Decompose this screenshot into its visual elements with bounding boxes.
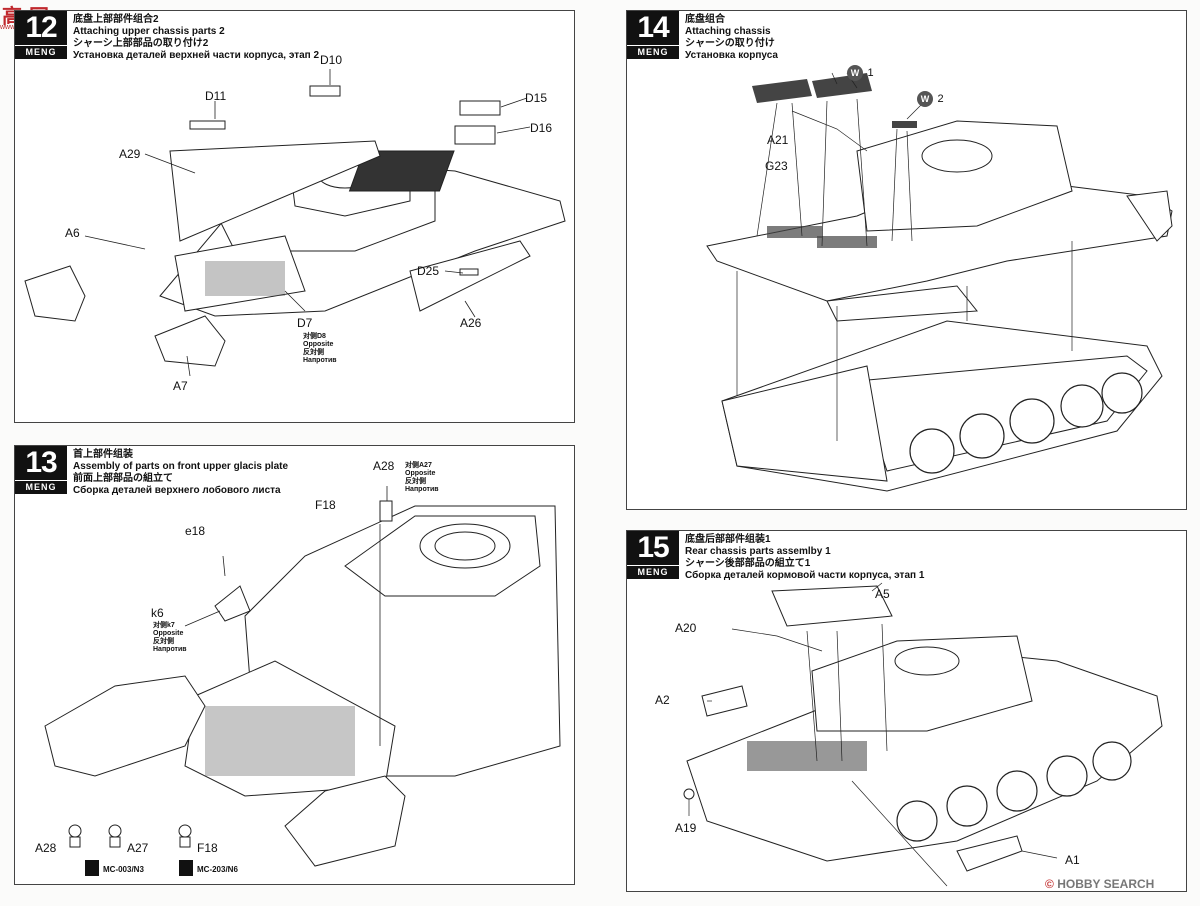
step-14-titles: 底盘组合 Attaching chassis シャーシの取り付け Установ…: [679, 11, 778, 62]
step-12-header: 12 MENG 底盘上部部件组合2 Attaching upper chassi…: [15, 11, 319, 62]
part-label-e18: e18: [185, 524, 206, 538]
step-12-title-jp: シャーシ上部部品の取り付け2: [73, 38, 209, 49]
part-w1-marker: W 1: [847, 63, 874, 81]
part-label-k6: k6: [151, 606, 164, 620]
opposite-k6-en: Opposite: [153, 630, 184, 637]
part-label-d7: D7: [297, 316, 313, 330]
step-12-titles: 底盘上部部件组合2 Attaching upper chassis parts …: [67, 11, 319, 62]
step-14-title-en: Attaching chassis: [685, 26, 771, 37]
step-15-panel: 15 MENG 底盘后部部件组装1 Rear chassis parts ass…: [626, 530, 1187, 892]
part-w2-marker: W 2: [917, 89, 944, 107]
step-13-title-cn: 首上部件组装: [73, 449, 133, 460]
step-13-title-jp: 前面上部部品の組立て: [73, 473, 173, 484]
step-12-title-ru: Установка деталей верхней части корпуса,…: [73, 50, 320, 61]
step-13-titles: 首上部件组装 Assembly of parts on front upper …: [67, 446, 288, 497]
part-label-d10: D10: [320, 53, 343, 67]
part-label-g23: G23: [765, 159, 788, 173]
opposite-cn: 对侧D8: [303, 333, 326, 340]
step-12-opposite-note: 对侧D8 Opposite 反対側 Напротив: [303, 333, 337, 365]
watermark-mark: ©: [1045, 877, 1054, 891]
step-13-number: 13: [25, 446, 57, 479]
step-13-title-ru: Сборка деталей верхнего лобового листа: [73, 485, 281, 496]
paint-code-mc003: MC-003/N3: [103, 865, 144, 874]
part-label-a7: A7: [173, 379, 188, 393]
opposite-a28-cn: 对侧A27: [405, 462, 432, 469]
opposite-en: Opposite: [303, 341, 334, 348]
step-13-title-en: Assembly of parts on front upper glacis …: [73, 461, 289, 472]
part-label-d25: D25: [417, 264, 440, 278]
w-part-circle-1: W: [847, 65, 863, 81]
opposite-jp: 反対側: [303, 349, 324, 356]
part-label-a1: A1: [1065, 853, 1080, 867]
step-12-brand: MENG: [15, 45, 67, 59]
opposite-ru: Напротив: [303, 357, 337, 364]
part-label-a2: A2: [655, 693, 670, 707]
step-15-header: 15 MENG 底盘后部部件组装1 Rear chassis parts ass…: [627, 531, 924, 582]
opposite-k6-ru: Напротив: [153, 646, 187, 653]
step-14-title-ru: Установка корпуса: [685, 50, 778, 61]
step-14-badge: 14 MENG: [627, 11, 679, 59]
paint-label-f18: F18: [197, 841, 218, 855]
opposite-k6-cn: 对侧k7: [153, 622, 175, 629]
part-label-d11: D11: [205, 89, 227, 103]
step-15-title-en: Rear chassis parts assemlby 1: [685, 546, 831, 557]
step-12-badge: 12 MENG: [15, 11, 67, 59]
step-13-panel: 13 MENG 首上部件组装 Assembly of parts on fron…: [14, 445, 575, 885]
part-label-w1: 1: [867, 67, 874, 79]
step-14-brand: MENG: [627, 45, 679, 59]
watermark-text: HOBBY SEARCH: [1057, 877, 1155, 891]
part-label-a26: A26: [460, 316, 482, 330]
step-13-opposite-a28: 对侧A27 Opposite 反対側 Напротив: [405, 462, 439, 494]
paint-label-a27: A27: [127, 841, 149, 855]
step-14-number: 14: [637, 11, 669, 44]
opposite-a28-jp: 反対側: [405, 478, 426, 485]
part-label-a28: A28: [373, 459, 395, 473]
part-label-a5: A5: [875, 587, 890, 601]
part-label-w2: 2: [937, 93, 944, 105]
step-12-title-cn: 底盘上部部件组合2: [73, 14, 159, 25]
step-15-number: 15: [637, 531, 669, 564]
paint-label-a28: A28: [35, 841, 57, 855]
step-12-number: 12: [25, 11, 57, 44]
opposite-a28-en: Opposite: [405, 470, 436, 477]
step-13-drawing: [44, 486, 561, 876]
step-15-title-cn: 底盘后部部件组装1: [685, 534, 771, 545]
w-part-circle-2: W: [917, 91, 933, 107]
step-14-title-jp: シャーシの取り付け: [685, 38, 775, 49]
step-12-panel: 12 MENG 底盘上部部件组合2 Attaching upper chassi…: [14, 10, 575, 423]
part-label-d16: D16: [530, 121, 553, 135]
hobby-search-watermark: © HOBBY SEARCH: [1045, 877, 1154, 891]
step-14-header: 14 MENG 底盘组合 Attaching chassis シャーシの取り付け…: [627, 11, 778, 62]
part-label-a20: A20: [675, 621, 697, 635]
step-15-title-ru: Сборка деталей кормовой части корпуса, э…: [685, 570, 925, 581]
step-15-drawing: [683, 582, 1163, 887]
step-12-drawing: [24, 69, 566, 377]
step-15-titles: 底盘后部部件组装1 Rear chassis parts assemlby 1 …: [679, 531, 924, 582]
step-14-drawing: [706, 72, 1173, 492]
part-label-a29: A29: [119, 147, 141, 161]
part-label-a6: A6: [65, 226, 80, 240]
step-14-title-cn: 底盘组合: [685, 14, 725, 25]
step-15-badge: 15 MENG: [627, 531, 679, 579]
step-15-brand: MENG: [627, 565, 679, 579]
step-13-opposite-k6: 对侧k7 Opposite 反対側 Напротив: [153, 622, 187, 654]
part-label-a19: A19: [675, 821, 697, 835]
step-15-title-jp: シャーシ後部部品の組立て1: [685, 558, 811, 569]
part-label-d15: D15: [525, 91, 548, 105]
opposite-a28-ru: Напротив: [405, 486, 439, 493]
step-14-panel: 14 MENG 底盘组合 Attaching chassis シャーシの取り付け…: [626, 10, 1187, 510]
step-13-header: 13 MENG 首上部件组装 Assembly of parts on fron…: [15, 446, 288, 497]
part-label-f18: F18: [315, 498, 336, 512]
step-12-title-en: Attaching upper chassis parts 2: [73, 26, 225, 37]
step-13-badge: 13 MENG: [15, 446, 67, 494]
step-13-brand: MENG: [15, 480, 67, 494]
part-label-a21: A21: [767, 133, 789, 147]
opposite-k6-jp: 反対側: [153, 638, 174, 645]
paint-code-mc203: MC-203/N6: [197, 865, 238, 874]
